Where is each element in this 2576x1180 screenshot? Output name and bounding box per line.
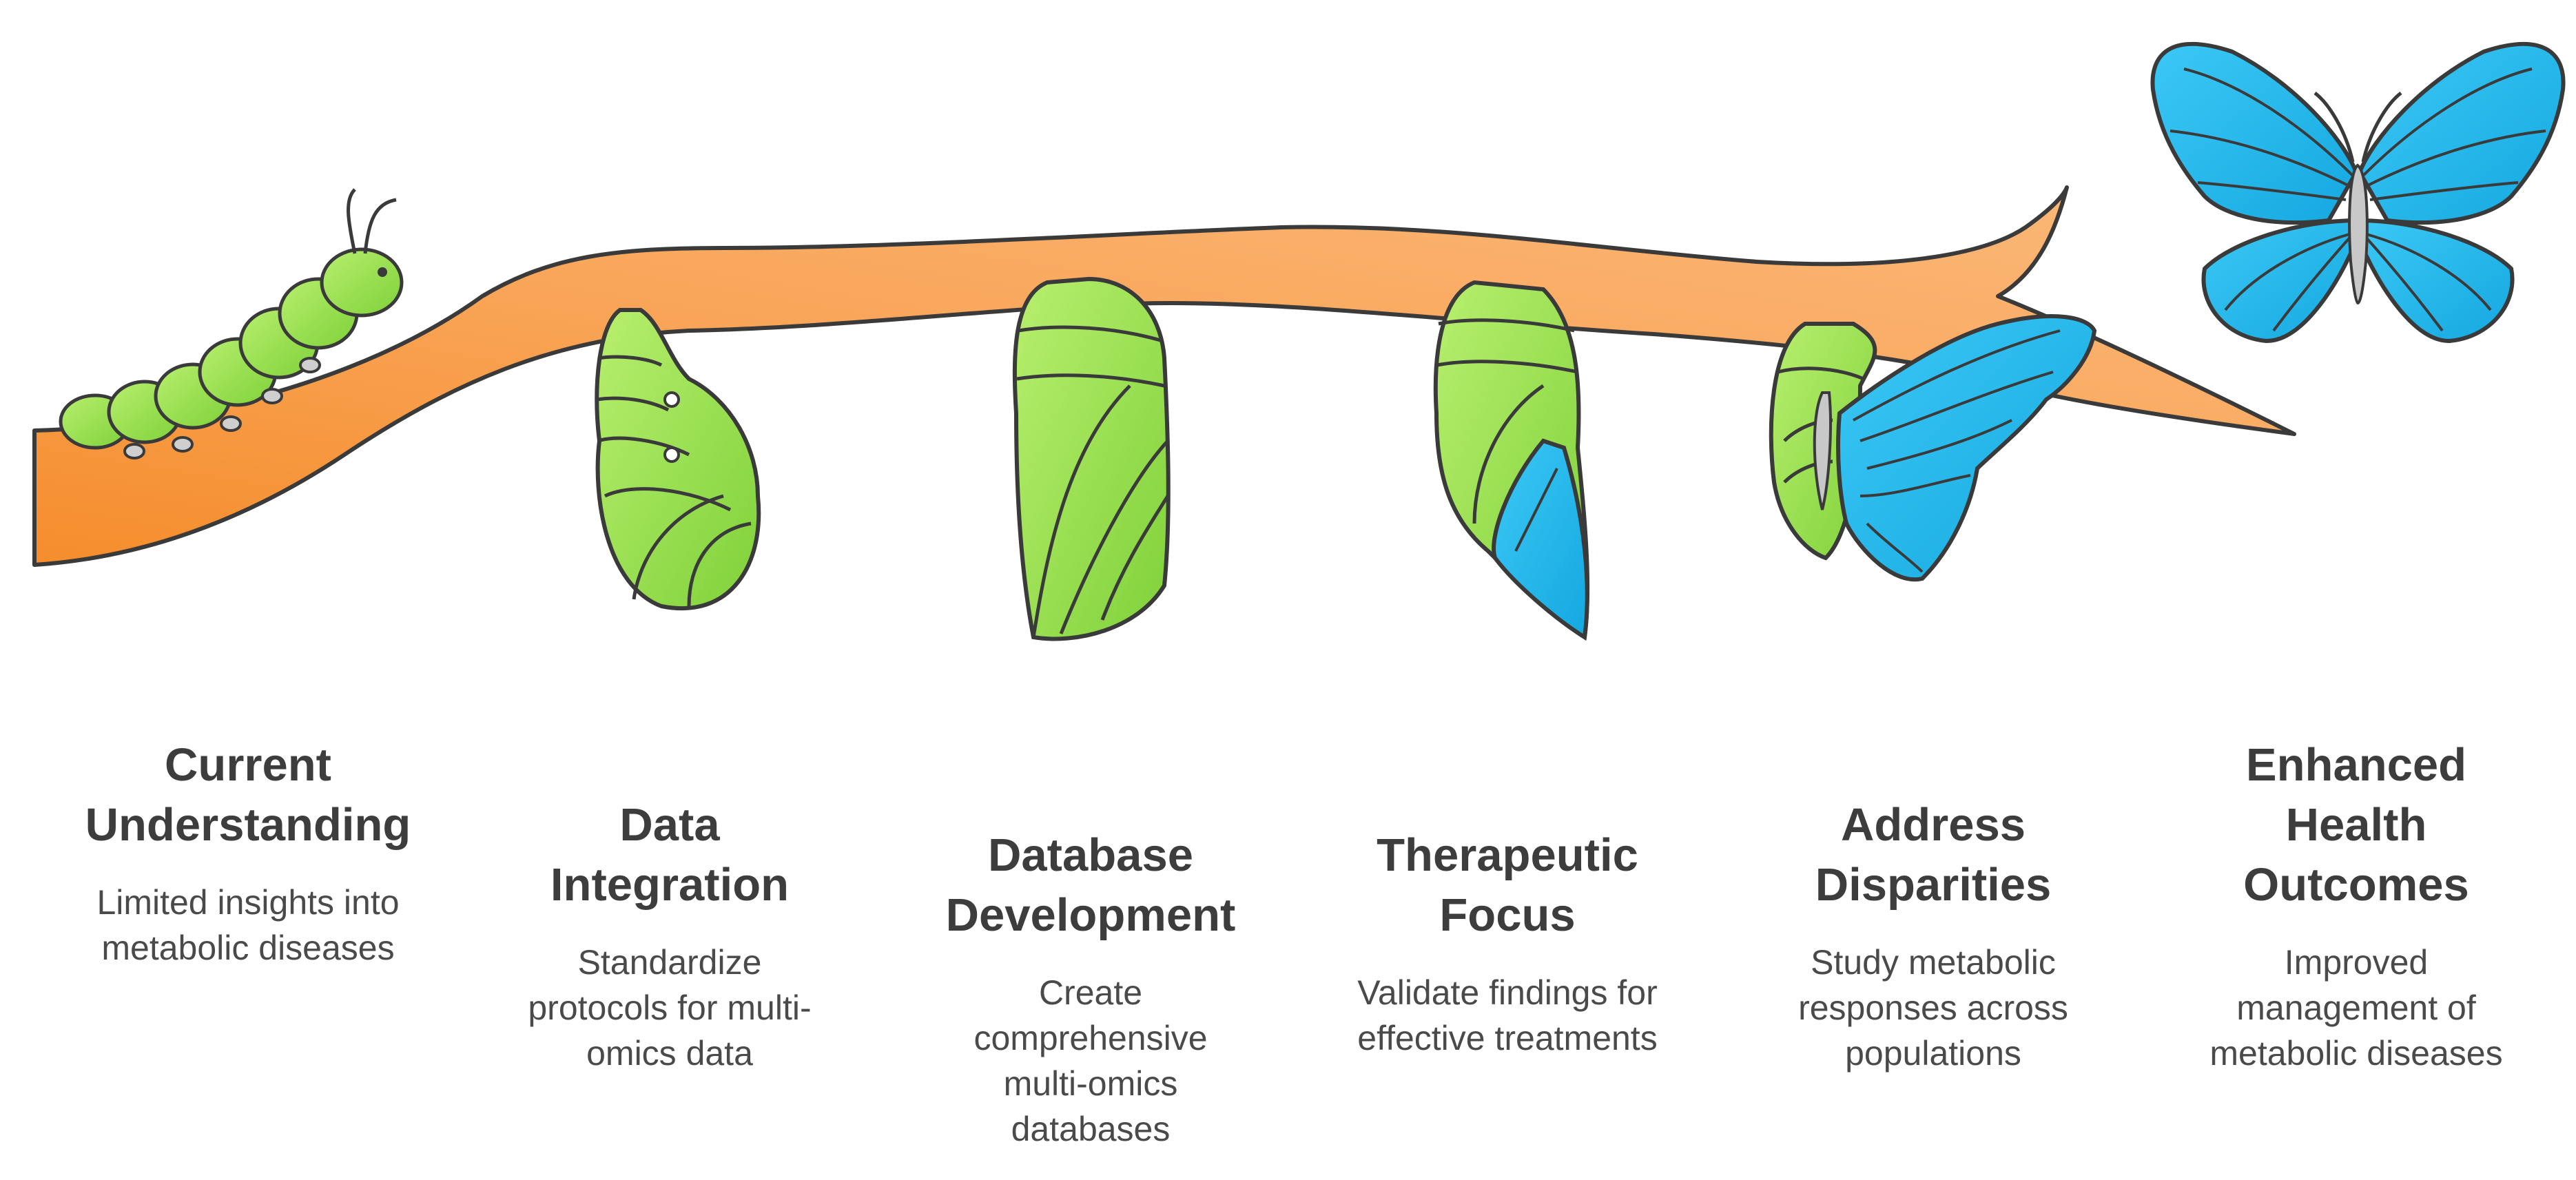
stage-description: Improved management of metabolic disease… xyxy=(2209,943,2503,1073)
stage-title: Data Integration xyxy=(550,799,790,911)
stage-title: Database Development xyxy=(945,829,1236,941)
stage-current-understanding: Current Understanding Limited insights i… xyxy=(41,735,455,971)
chrysalis-icon xyxy=(1012,276,1171,641)
stage-therapeutic-focus: Therapeutic Focus Validate findings for … xyxy=(1301,825,1714,1061)
caterpillar-icon xyxy=(59,188,404,459)
stage-description: Limited insights into metabolic diseases xyxy=(96,883,400,967)
stage-description: Standardize protocols for multi- omics d… xyxy=(528,943,812,1073)
stage-title: Current Understanding xyxy=(85,739,411,851)
butterfly-icon xyxy=(2150,42,2566,344)
stage-description: Validate findings for effective treatmen… xyxy=(1357,973,1658,1057)
developing-chrysalis-icon xyxy=(1433,280,1590,641)
emerging-butterfly-icon xyxy=(1769,314,2097,582)
stage-description: Study metabolic responses across populat… xyxy=(1798,943,2068,1073)
stage-address-disparities: Address Disparities Study metabolic resp… xyxy=(1727,795,2140,1076)
stage-title: Address Disparities xyxy=(1815,799,2052,911)
stage-enhanced-health-outcomes: Enhanced Health Outcomes Improved manage… xyxy=(2150,735,2563,1076)
pupating-caterpillar-icon xyxy=(595,308,761,611)
stage-title: Enhanced Health Outcomes xyxy=(2243,739,2469,911)
stage-database-development: Database Development Create comprehensiv… xyxy=(884,825,1297,1152)
stage-description: Create comprehensive multi-omics databas… xyxy=(973,973,1208,1148)
stage-data-integration: Data Integration Standardize protocols f… xyxy=(463,795,876,1076)
stage-title: Therapeutic Focus xyxy=(1377,829,1638,941)
